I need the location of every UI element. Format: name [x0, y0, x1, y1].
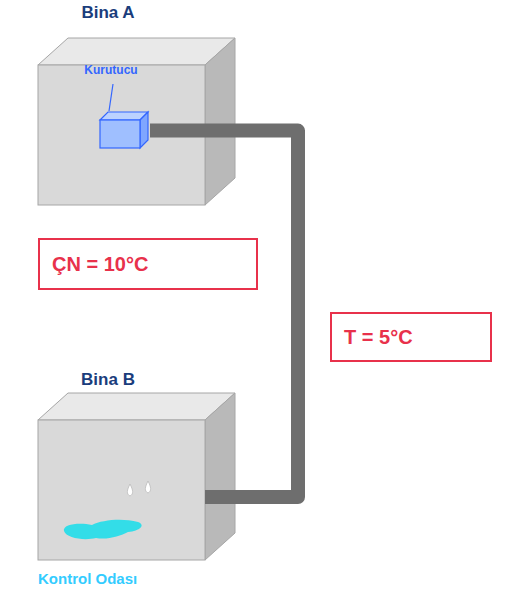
- cube-front: [100, 120, 140, 148]
- water-drop: [145, 481, 150, 493]
- cube-side: [205, 38, 235, 205]
- cube-side: [140, 112, 148, 148]
- cube-front: [38, 420, 205, 560]
- dryer-cube: [100, 84, 148, 148]
- cube-top: [38, 393, 235, 420]
- leader-line: [109, 84, 113, 111]
- cube-top: [38, 38, 235, 65]
- building-title: Bina B: [38, 370, 178, 390]
- temperature-box: T = 5°C: [330, 312, 492, 362]
- building-a-cube: [38, 38, 235, 205]
- pipe-line: [150, 131, 298, 497]
- water-drop: [127, 484, 132, 496]
- building-title: Bina A: [38, 3, 178, 23]
- building-box: Bina AKurutucu: [38, 65, 205, 205]
- cube-side: [205, 393, 235, 560]
- temperature-value: T = 5°C: [344, 326, 413, 349]
- building-box: Bina BKontrol Odası: [38, 420, 205, 560]
- water-puddle: [64, 520, 142, 539]
- dewpoint-value: ÇN = 10°C: [52, 253, 148, 276]
- room-label: Kontrol Odası: [38, 570, 137, 587]
- building-b-cube: [38, 393, 235, 560]
- dryer-label: Kurutucu: [84, 64, 137, 78]
- dryer-box: Kurutucu: [72, 64, 150, 154]
- water-leak: [64, 481, 151, 539]
- dewpoint-box: ÇN = 10°C: [38, 238, 258, 290]
